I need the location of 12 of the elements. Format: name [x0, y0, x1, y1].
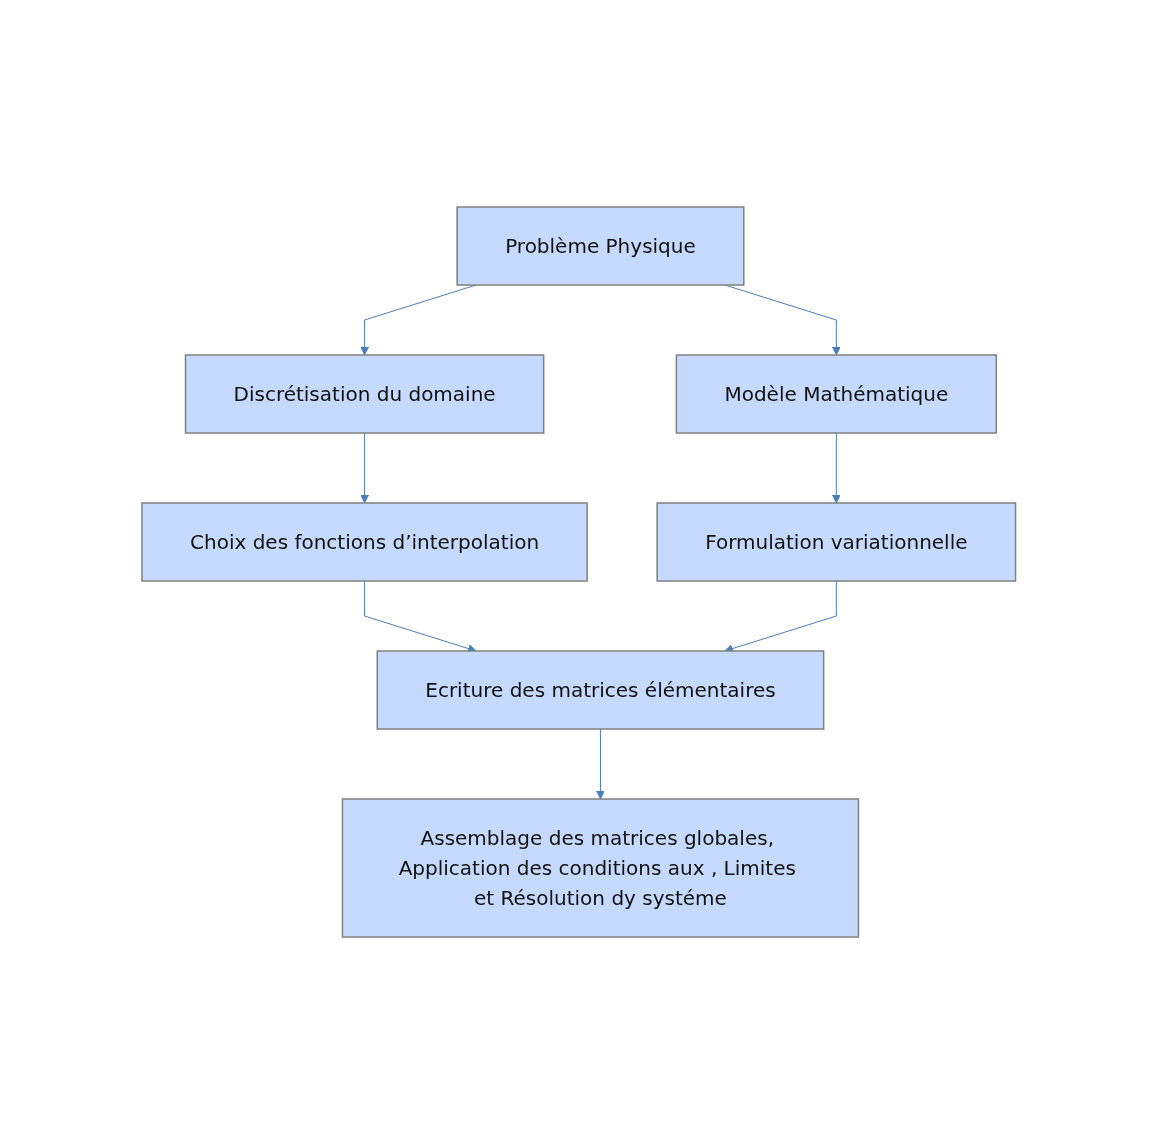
- node-box: Choix des fonctions d’interpolation: [141, 502, 589, 582]
- node-box: Assemblage des matrices globales, Application des conditions aux , Limites et Résolution dy systéme: [341, 798, 860, 938]
- arrow: [724, 580, 838, 653]
- node-box: Problème Physique: [456, 206, 745, 286]
- node-box: Discrétisation du domaine: [185, 354, 545, 434]
- arrow: [364, 580, 477, 653]
- node-box: Formulation variationnelle: [656, 502, 1017, 582]
- node-box: Ecriture des matrices élémentaires: [376, 650, 825, 730]
- arrow: [596, 728, 606, 800]
- node-box: Modèle Mathématique: [675, 354, 998, 434]
- arrow: [832, 432, 841, 504]
- arrow: [360, 432, 370, 504]
